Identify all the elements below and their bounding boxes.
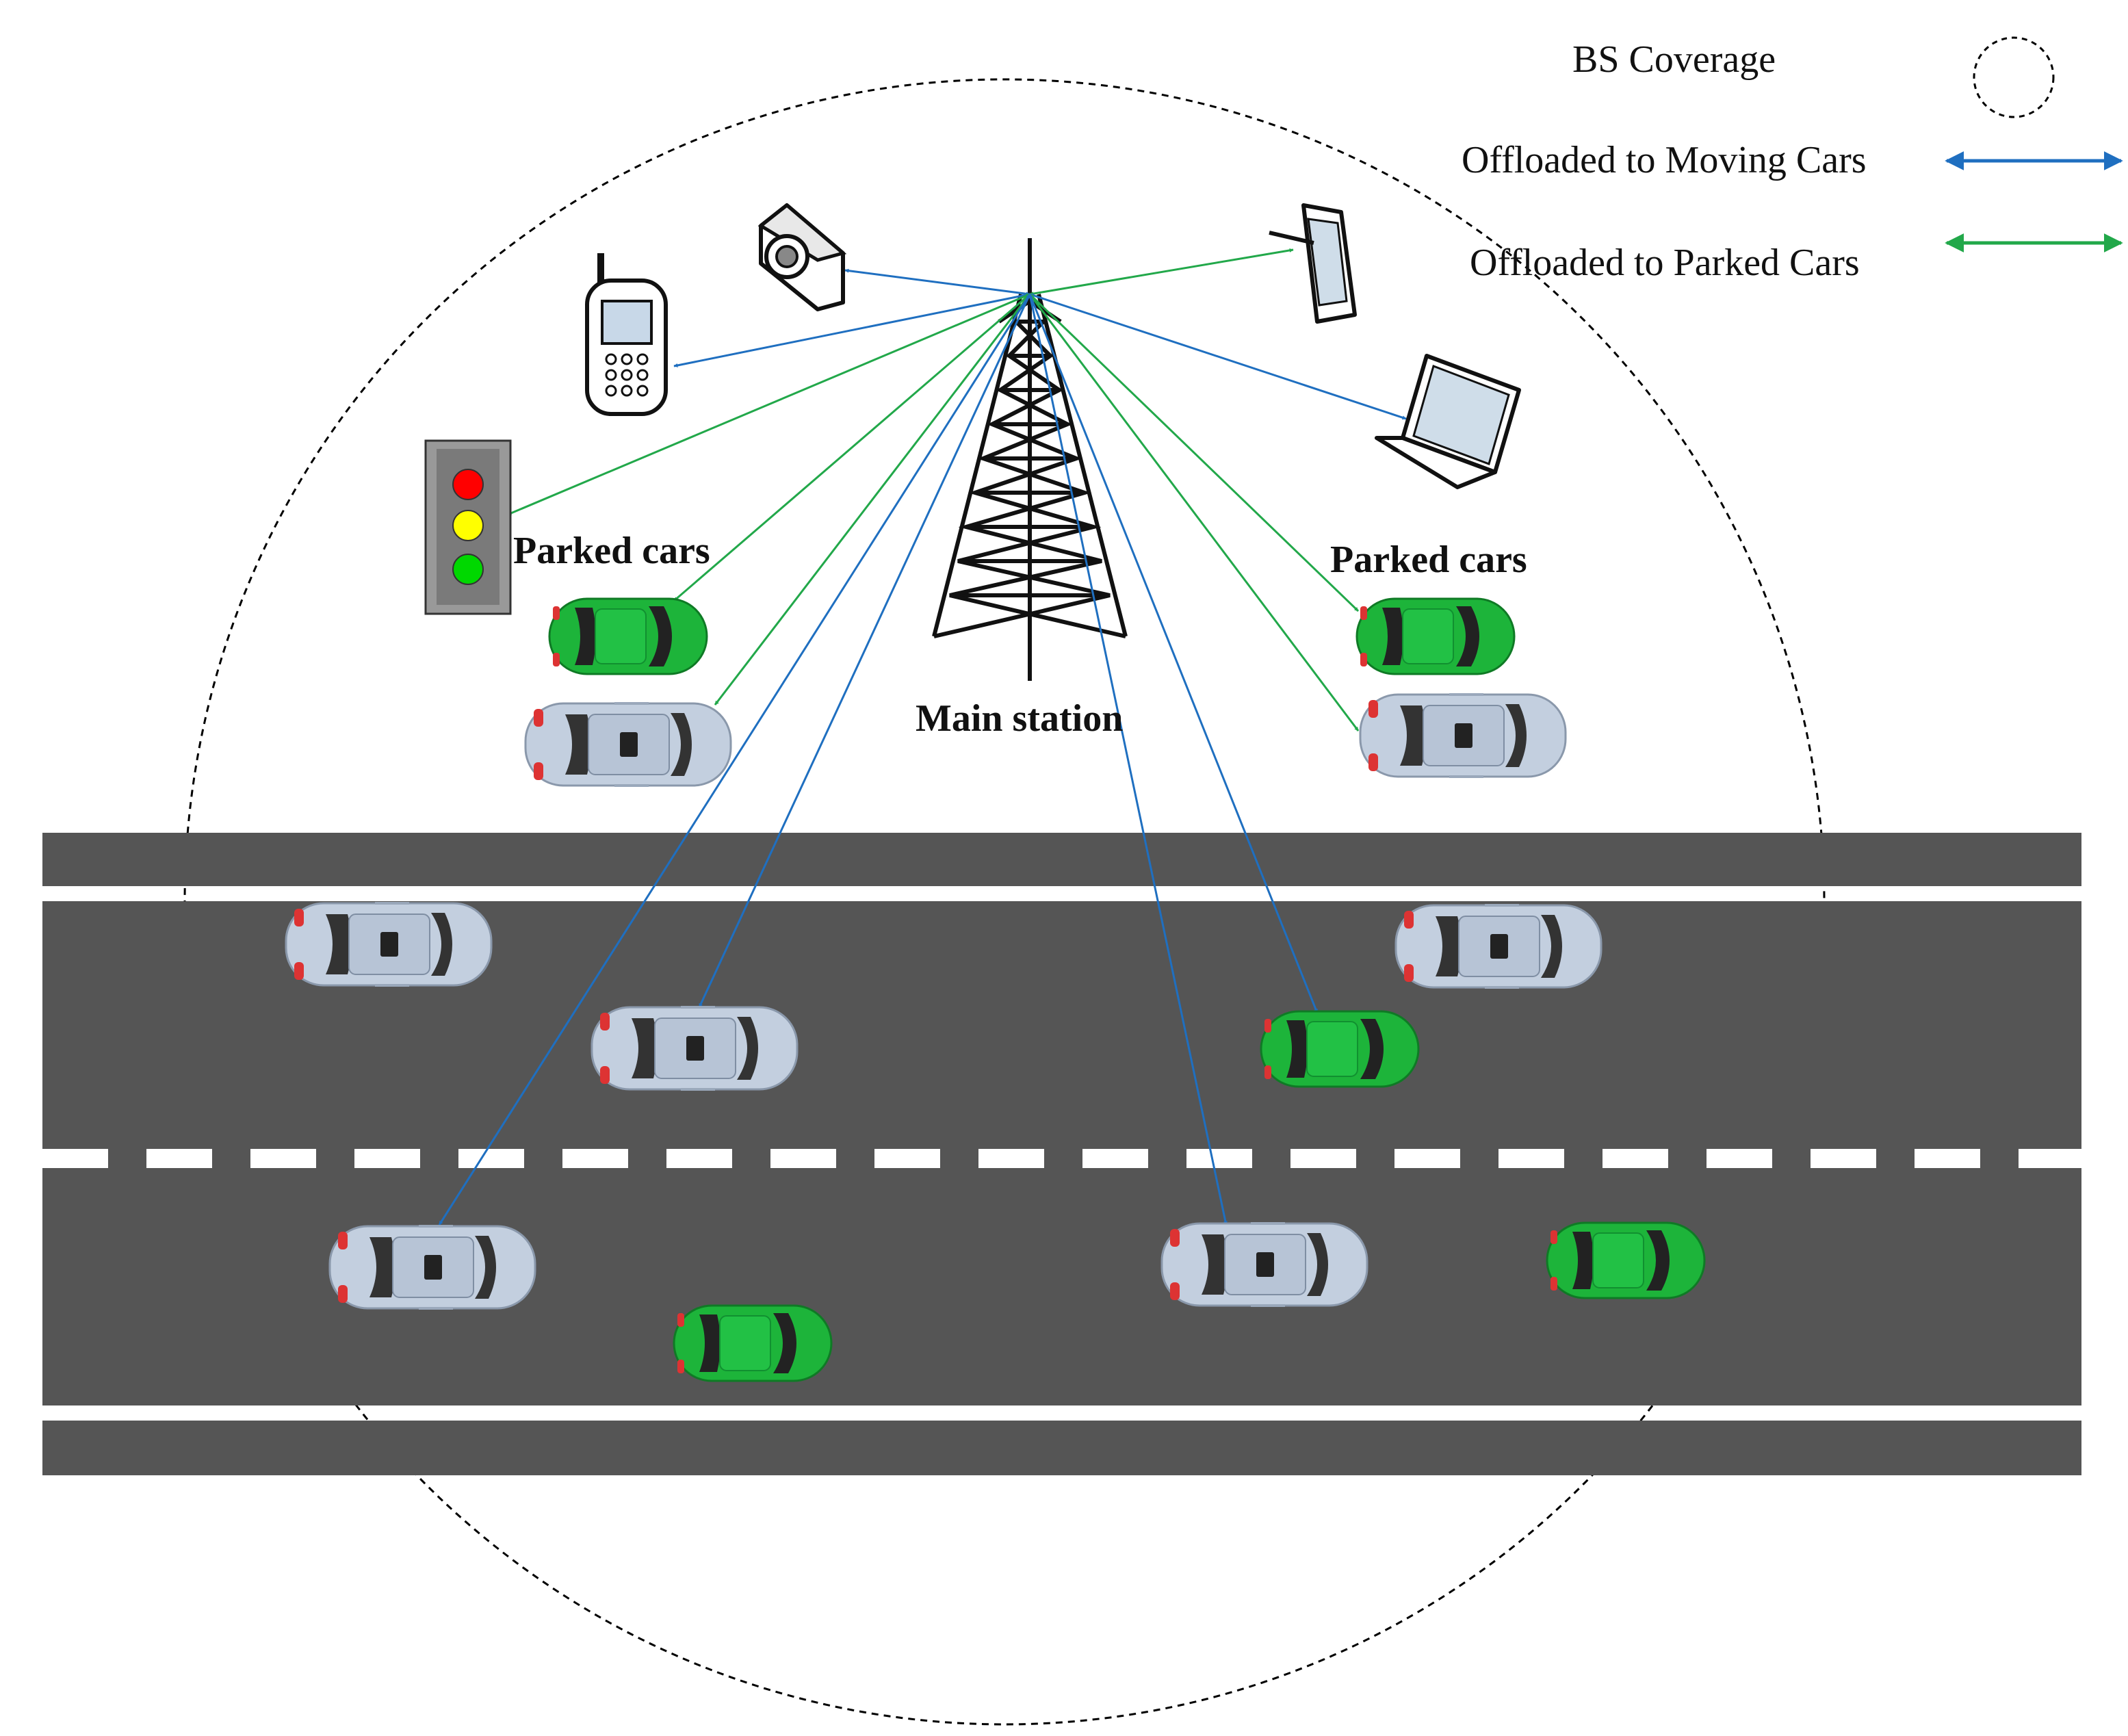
car-icon	[1160, 1222, 1368, 1307]
car-icon	[673, 1304, 833, 1382]
legend-moving-label: Offloaded to Moving Cars	[1462, 139, 1867, 181]
cell-phone-icon	[585, 253, 668, 416]
tablet-icon	[1269, 203, 1357, 324]
traffic-light-icon	[424, 439, 512, 615]
camera-icon	[757, 203, 847, 311]
car-icon	[285, 902, 493, 987]
parked-cars-right-label: Parked cars	[1330, 539, 1527, 581]
link-moving-left-2	[438, 294, 1031, 1226]
road-bottom-strip	[42, 1421, 2081, 1475]
car-icon	[591, 1006, 799, 1091]
car-icon	[1546, 1221, 1706, 1299]
car-icon	[548, 597, 708, 675]
link-camera	[844, 268, 1030, 296]
laptop-icon	[1375, 354, 1521, 489]
link-moving-right-2	[1028, 294, 1228, 1226]
legend-coverage-label: BS Coverage	[1572, 38, 1776, 81]
link-parked-right-2	[1028, 294, 1360, 731]
link-moving-left-1	[698, 294, 1031, 1008]
legend-coverage-symbol	[1973, 36, 2055, 118]
main-station-label: Main station	[916, 697, 1123, 740]
parked-cars-left-label: Parked cars	[513, 530, 710, 572]
link-parked-left-2	[714, 294, 1031, 705]
car-icon	[524, 702, 732, 787]
car-icon	[328, 1225, 536, 1310]
legend: BS Coverage Offloaded to Moving Cars Off…	[1462, 36, 2123, 284]
car-icon	[1394, 904, 1603, 989]
car-icon	[1260, 1010, 1420, 1088]
road-top-strip	[42, 833, 2081, 886]
link-tablet	[1029, 248, 1294, 296]
links	[438, 248, 1407, 1226]
car-icon	[1359, 693, 1567, 778]
legend-parked-label: Offloaded to Parked Cars	[1470, 242, 1860, 284]
link-phone	[673, 293, 1030, 367]
car-icon	[1355, 597, 1516, 675]
